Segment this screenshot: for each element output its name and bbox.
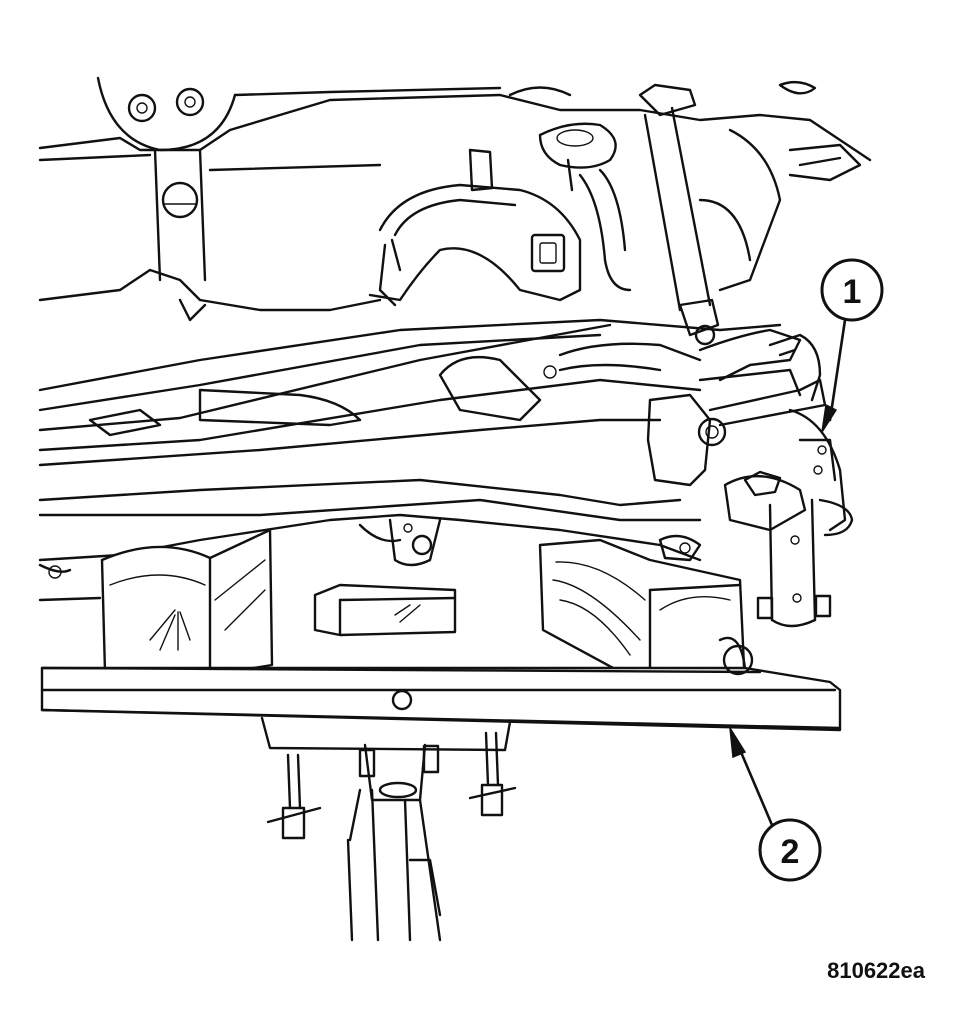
shock-absorber: [638, 83, 720, 346]
vehicle-body-frame: [38, 76, 872, 322]
jack-platform: [40, 636, 842, 732]
jack-stand: [260, 716, 517, 942]
callout-1: 1: [820, 258, 884, 433]
callout-2-label: 2: [781, 833, 800, 871]
control-arm-assembly: [38, 318, 827, 522]
knuckle-hub: [646, 333, 854, 628]
support-block-right: [538, 538, 747, 690]
support-block-left: [100, 528, 274, 677]
crossmember-bracket: [368, 122, 632, 307]
support-block-center: [313, 583, 457, 637]
figure-id: 810622ea: [827, 958, 925, 983]
callout-2: 2: [729, 727, 822, 882]
callout-1-label: 1: [843, 273, 862, 311]
